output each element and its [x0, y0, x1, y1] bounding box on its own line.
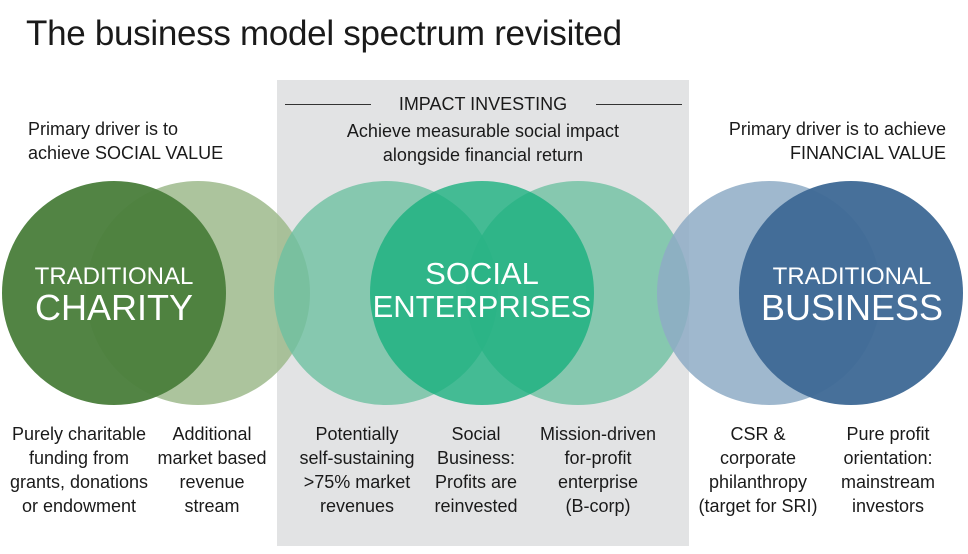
- column-line: grants, donations: [9, 472, 149, 492]
- financial-driver-line-1: Primary driver is to achieve: [728, 119, 946, 139]
- column-line: funding from: [28, 448, 130, 468]
- column-line: self-sustaining: [299, 448, 415, 468]
- column-line: market based: [157, 448, 267, 468]
- social-enterprise-circle: [370, 181, 594, 405]
- column-line: investors: [851, 496, 925, 516]
- column-line: reinvested: [434, 496, 518, 516]
- business-circle: [739, 181, 963, 405]
- charity-label: TRADITIONAL CHARITY: [14, 264, 214, 327]
- column-line: Profits are: [434, 472, 518, 492]
- column-charitable-funding: Purely charitable funding from grants, d…: [4, 422, 154, 518]
- financial-value-driver: Primary driver is to achieve FINANCIAL V…: [729, 117, 946, 165]
- column-line: stream: [184, 496, 240, 516]
- charity-circle: [2, 181, 226, 405]
- column-line: Social: [451, 424, 501, 444]
- charity-label-line-1: TRADITIONAL: [34, 263, 194, 290]
- column-line: or endowment: [21, 496, 137, 516]
- column-line: Potentially: [315, 424, 399, 444]
- column-mission-driven: Mission-driven for-profit enterprise (B-…: [530, 422, 666, 518]
- social-driver-line-2: achieve SOCIAL VALUE: [28, 143, 224, 163]
- impact-divider-right: [596, 104, 682, 105]
- social-label-line-2: ENTERPRISES: [372, 288, 592, 324]
- financial-driver-line-2: FINANCIAL VALUE: [789, 143, 946, 163]
- column-csr: CSR & corporate philanthropy (target for…: [690, 422, 826, 518]
- column-line: orientation:: [843, 448, 933, 468]
- impact-investing-subtitle: Achieve measurable social impact alongsi…: [280, 119, 686, 167]
- column-line: Pure profit: [846, 424, 930, 444]
- column-line: >75% market: [303, 472, 411, 492]
- impact-subtitle-line-2: alongside financial return: [382, 145, 584, 165]
- column-line: corporate: [719, 448, 797, 468]
- column-line: revenues: [319, 496, 395, 516]
- column-line: Purely charitable: [11, 424, 147, 444]
- column-line: Additional: [172, 424, 252, 444]
- column-line: (B-corp): [565, 496, 631, 516]
- page-title: The business model spectrum revisited: [26, 14, 622, 53]
- column-self-sustaining: Potentially self-sustaining >75% market …: [290, 422, 424, 518]
- social-enterprises-label: SOCIAL ENTERPRISES: [372, 256, 592, 324]
- column-line: for-profit: [564, 448, 632, 468]
- column-line: mainstream: [840, 472, 936, 492]
- charity-label-line-2: CHARITY: [34, 287, 193, 329]
- social-value-driver: Primary driver is to achieve SOCIAL VALU…: [28, 117, 223, 165]
- impact-subtitle-line-1: Achieve measurable social impact: [346, 121, 620, 141]
- column-line: Business:: [436, 448, 516, 468]
- column-line: (target for SRI): [698, 496, 818, 516]
- column-line: enterprise: [557, 472, 639, 492]
- impact-investing-title: IMPACT INVESTING: [398, 94, 568, 114]
- impact-divider-left: [285, 104, 371, 105]
- column-line: philanthropy: [708, 472, 808, 492]
- social-label-line-1: SOCIAL: [425, 256, 539, 291]
- social-driver-line-1: Primary driver is to: [28, 119, 179, 139]
- business-label-line-2: BUSINESS: [760, 287, 944, 329]
- business-label-line-1: TRADITIONAL: [772, 263, 932, 290]
- column-market-revenue: Additional market based revenue stream: [150, 422, 274, 518]
- column-pure-profit: Pure profit orientation: mainstream inve…: [828, 422, 948, 518]
- column-line: Mission-driven: [539, 424, 657, 444]
- business-label: TRADITIONAL BUSINESS: [752, 264, 952, 327]
- column-social-business: Social Business: Profits are reinvested: [424, 422, 528, 518]
- column-line: CSR &: [730, 424, 786, 444]
- column-line: revenue: [179, 472, 245, 492]
